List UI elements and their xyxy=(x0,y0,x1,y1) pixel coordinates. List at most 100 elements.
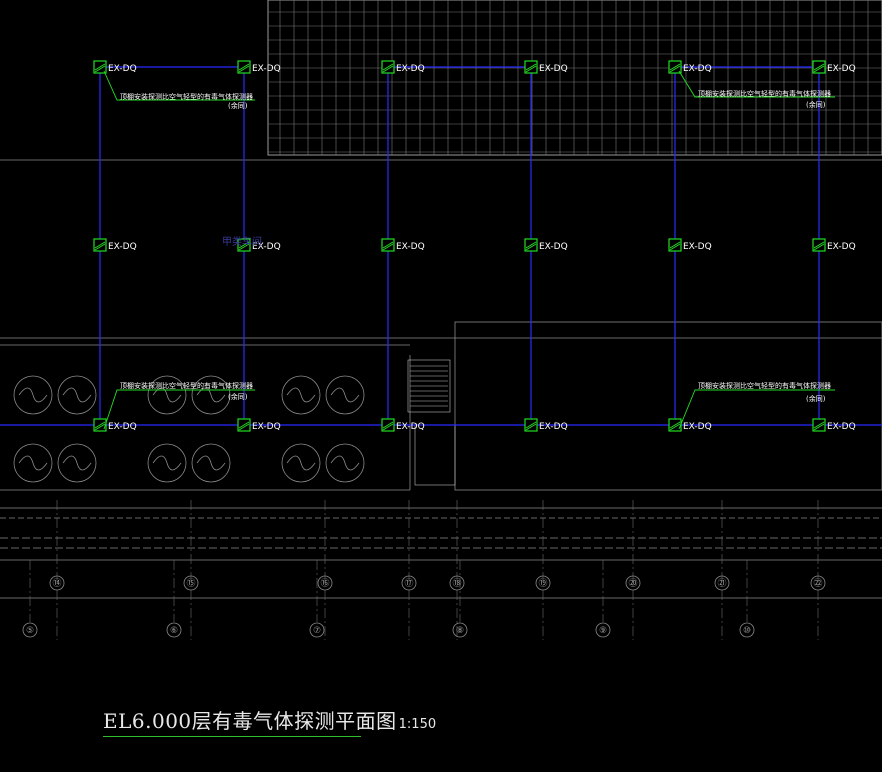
detector-tag: EX-DQ xyxy=(539,242,568,252)
gas-detector-icon: EX-DQ xyxy=(237,238,281,252)
detector-tag: EX-DQ xyxy=(252,422,281,432)
gas-detector-icon: EX-DQ xyxy=(668,238,712,252)
gas-detector-icon: EX-DQ xyxy=(524,238,568,252)
gas-detector-icon: EX-DQ xyxy=(381,60,425,74)
drawing-scale: 1:150 xyxy=(398,717,437,732)
axis-bubble xyxy=(401,575,417,591)
detector-tag: EX-DQ xyxy=(252,242,281,252)
equipment-unit xyxy=(147,443,187,483)
detector-tag: EX-DQ xyxy=(683,64,712,74)
detector-tag: EX-DQ xyxy=(827,64,856,74)
detector-tag: EX-DQ xyxy=(827,422,856,432)
equipment-group xyxy=(13,375,365,483)
note-top-left-2: (余同) xyxy=(228,101,248,110)
equipment-unit xyxy=(281,443,321,483)
detector-tag: EX-DQ xyxy=(827,242,856,252)
gas-detector-icon: EX-DQ xyxy=(524,418,568,432)
detectors-layer: EX-DQ EX-DQ EX-DQ EX-DQ EX-DQ EX-DQ EX-DQ EX-DQ… xyxy=(93,60,856,432)
axis-bubble xyxy=(449,575,465,591)
title-underline xyxy=(103,736,361,737)
gas-detector-icon: EX-DQ xyxy=(93,238,137,252)
equipment-unit xyxy=(57,443,97,483)
axis-label: ⑰ xyxy=(404,578,413,589)
equipment-unit xyxy=(325,443,365,483)
detector-tag: EX-DQ xyxy=(683,242,712,252)
note-bottom-left-1: 顶棚安装探测比空气轻型的有毒气体探测器 xyxy=(120,381,253,390)
axis-label: ⑱ xyxy=(452,578,461,589)
axis-bubble xyxy=(535,575,551,591)
gas-detector-icon: EX-DQ xyxy=(812,60,856,74)
equipment-unit xyxy=(325,375,365,415)
axis-bubble xyxy=(183,575,199,591)
axis-label: ⑯ xyxy=(320,578,329,589)
axis-label: ⑭ xyxy=(52,578,61,589)
axis-label: ㉒ xyxy=(813,578,822,589)
detector-tag: EX-DQ xyxy=(539,422,568,432)
axis-label: ⑮ xyxy=(186,578,195,589)
equipment-unit xyxy=(281,375,321,415)
stairwell xyxy=(407,359,456,486)
equipment-unit xyxy=(191,443,231,483)
axis-bubble xyxy=(309,622,325,638)
gas-detector-icon: EX-DQ xyxy=(381,238,425,252)
note-top-right-2: (余同) xyxy=(806,100,826,109)
gas-detector-icon: EX-DQ xyxy=(668,60,712,74)
gas-detector-icon: EX-DQ xyxy=(668,418,712,432)
axis-label: ⑤ xyxy=(26,626,34,636)
detector-tag: EX-DQ xyxy=(683,422,712,432)
grid-axes: ⑭ ⑮ ⑯ ⑰ ⑱ ⑲ ⑳ ㉑ ㉒ ⑤ ⑥ ⑦ ⑧ ⑨ ⑩ xyxy=(22,500,826,640)
detector-tag: EX-DQ xyxy=(396,242,425,252)
hatched-area xyxy=(267,0,882,156)
axis-bubble xyxy=(452,622,468,638)
detector-tag: EX-DQ xyxy=(252,64,281,74)
gas-detector-icon: EX-DQ xyxy=(237,60,281,74)
axis-bubble xyxy=(714,575,730,591)
detector-tag: EX-DQ xyxy=(396,64,425,74)
equipment-unit xyxy=(147,375,187,415)
note-bottom-right-2: (余同) xyxy=(806,394,826,403)
gas-detector-icon: EX-DQ xyxy=(812,418,856,432)
note-top-right-1: 顶棚安装探测比空气轻型的有毒气体探测器 xyxy=(698,89,831,98)
gas-detector-icon: EX-DQ xyxy=(381,418,425,432)
axis-bubble xyxy=(22,622,38,638)
leader-line xyxy=(103,389,255,430)
gas-detector-icon: EX-DQ xyxy=(237,418,281,432)
detector-tag: EX-DQ xyxy=(108,242,137,252)
equipment-unit xyxy=(13,375,53,415)
equipment-unit xyxy=(191,375,231,415)
detector-tag: EX-DQ xyxy=(396,422,425,432)
axis-label: ㉑ xyxy=(717,578,726,589)
note-bottom-left-2: (余同) xyxy=(228,392,248,401)
drawing-title-text: EL6.000层有毒气体探测平面图 xyxy=(103,709,397,733)
axis-bubble xyxy=(166,622,182,638)
gas-detector-icon: EX-DQ xyxy=(93,418,137,432)
axis-label: ⑧ xyxy=(456,626,464,636)
equipment-unit xyxy=(57,375,97,415)
axis-label: ⑩ xyxy=(743,626,751,636)
building-outline xyxy=(0,159,882,599)
axis-label: ⑲ xyxy=(538,578,547,589)
note-top-left-1: 顶棚安装探测比空气轻型的有毒气体探测器 xyxy=(120,92,253,101)
detector-tag: EX-DQ xyxy=(108,64,137,74)
axis-bubble xyxy=(625,575,641,591)
axis-label: ⑳ xyxy=(628,578,637,589)
gas-detector-icon: EX-DQ xyxy=(93,60,137,74)
axis-bubble xyxy=(317,575,333,591)
axis-bubble xyxy=(810,575,826,591)
leader-line xyxy=(678,389,835,430)
leader-line xyxy=(103,70,255,101)
leader-line xyxy=(678,70,835,98)
axis-label: ⑥ xyxy=(170,626,178,636)
gas-detector-icon: EX-DQ xyxy=(812,238,856,252)
axis-bubble xyxy=(739,622,755,638)
detector-tag: EX-DQ xyxy=(539,64,568,74)
axis-bubble xyxy=(49,575,65,591)
gas-detector-icon: EX-DQ xyxy=(524,60,568,74)
axis-label: ⑦ xyxy=(313,626,321,636)
detector-tag: EX-DQ xyxy=(108,422,137,432)
axis-label: ⑨ xyxy=(599,626,607,636)
axis-bubble xyxy=(595,622,611,638)
area-label: 甲类车间 xyxy=(222,235,262,248)
